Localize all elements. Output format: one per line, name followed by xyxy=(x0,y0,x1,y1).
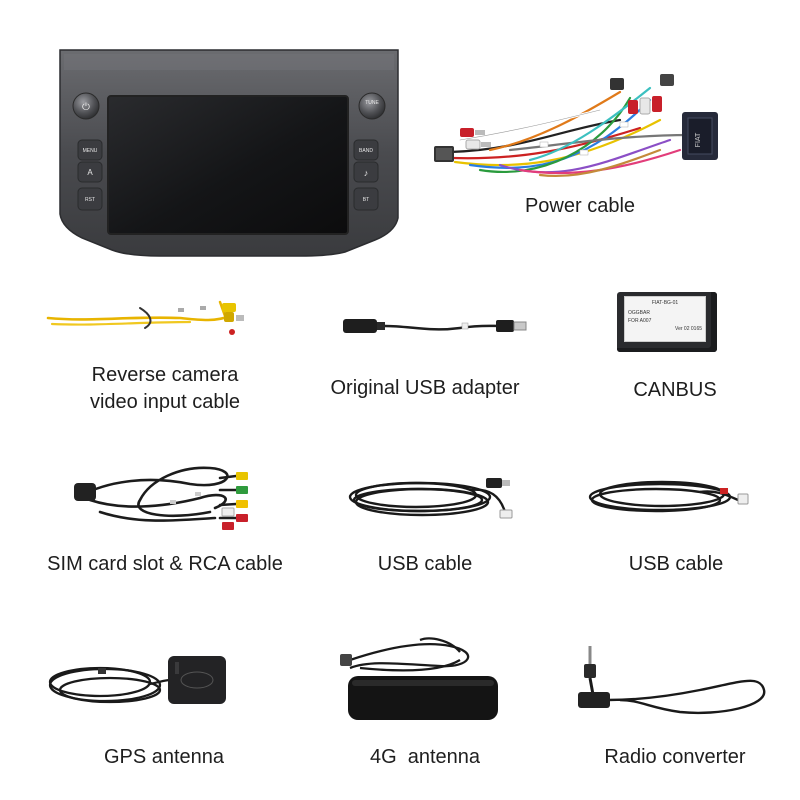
reverse-camera-label-line2: video input cable xyxy=(89,391,241,413)
canbus-box: FIAT-BG-01 OGGBAR FOR A007 Ver 02 0165 xyxy=(617,292,717,352)
power-knob xyxy=(72,92,100,120)
reverse-camera-label-line1: Reverse camera xyxy=(91,364,239,386)
tune-knob xyxy=(358,92,386,120)
canbus-label-sticker: FIAT-BG-01 OGGBAR FOR A007 Ver 02 0165 xyxy=(624,296,706,342)
canbus-label-line1: FIAT-BG-01 xyxy=(651,300,679,306)
usb-cable-2-label: USB cable xyxy=(628,553,724,575)
power-cable-label: Power cable xyxy=(524,195,636,217)
antenna-4g-label: 4G antenna xyxy=(369,746,481,768)
canbus-label: CANBUS xyxy=(633,379,717,401)
canbus-label-line3: FOR A007 xyxy=(628,318,652,324)
bt-button-label[interactable]: BT xyxy=(363,197,369,203)
usb-cable-1-label: USB cable xyxy=(377,553,473,575)
nav-button-label[interactable]: A xyxy=(87,168,93,177)
gps-antenna-label: GPS antenna xyxy=(103,746,225,768)
canbus-label-line4: Ver 02 0165 xyxy=(675,326,702,332)
svg-text:FIAT: FIAT xyxy=(695,132,702,147)
canbus-label-line2: OGGBAR xyxy=(628,310,650,316)
radio-converter-label: Radio converter xyxy=(604,746,746,768)
tune-button-label[interactable]: TUNE xyxy=(365,100,379,106)
head-unit-screen xyxy=(107,95,349,235)
band-button-label[interactable]: BAND xyxy=(359,148,373,154)
rst-button-label[interactable]: RST xyxy=(85,197,95,203)
usb-adapter-label: Original USB adapter xyxy=(330,377,520,399)
music-button-label[interactable]: ♪ xyxy=(364,168,369,178)
menu-button-label[interactable]: MENU xyxy=(83,148,98,154)
sim-rca-label: SIM card slot & RCA cable xyxy=(47,553,283,575)
power-button-label[interactable]: ⏻ xyxy=(82,102,90,113)
